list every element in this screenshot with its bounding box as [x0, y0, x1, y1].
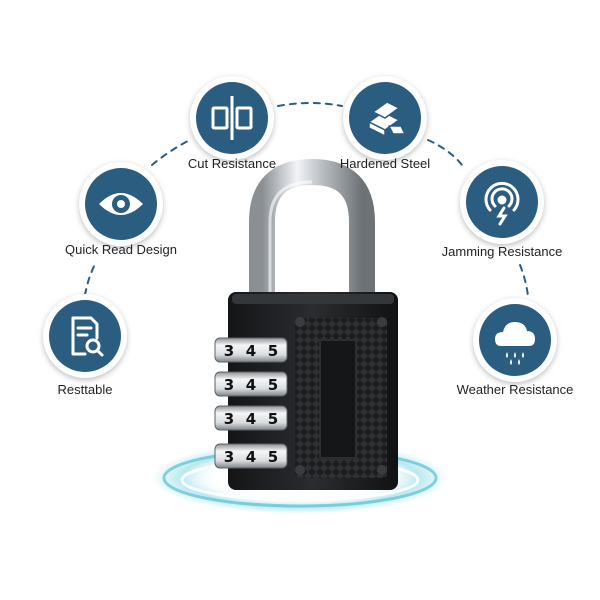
feature-quick-read: Quick Read Design [36, 162, 206, 272]
combination-wheel [214, 371, 288, 397]
wheel-row-2: 3 4 5 [214, 371, 288, 397]
wheel-digit: 3 [224, 410, 234, 428]
cut-split-icon [211, 96, 253, 140]
connector-arc [427, 139, 463, 166]
feature-label: Hardened Steel [339, 156, 431, 171]
wheel-digit: 4 [246, 448, 256, 466]
feature-badge [343, 76, 427, 160]
document-search-icon [71, 316, 104, 357]
feature-badge [460, 160, 544, 244]
steel-bars-icon [368, 101, 406, 137]
wheel-row-4: 3 4 5 [214, 443, 288, 469]
combination-wheel [214, 405, 288, 431]
feature-badge [43, 294, 127, 378]
rain-cloud-icon [495, 322, 535, 365]
lock-shackle [249, 158, 375, 300]
wheel-digit: 4 [246, 410, 256, 428]
feature-hardened-steel: Hardened Steel [300, 76, 470, 186]
feature-label: Quick Read Design [65, 242, 177, 257]
connector-arc [519, 264, 529, 297]
wheel-digit: 5 [268, 342, 278, 360]
feature-badge [79, 162, 163, 246]
wheel-digit: 3 [224, 342, 234, 360]
connector-arc [151, 139, 191, 166]
signal-jam-icon [484, 181, 520, 226]
feature-resettable: Resttable [0, 294, 170, 404]
feature-label: Jamming Resistance [441, 244, 563, 259]
wheel-digit: 5 [268, 448, 278, 466]
connector-arc [84, 261, 97, 296]
feature-jamming-resistance: Jamming Resistance [417, 160, 587, 270]
feature-weather-resistance: Weather Resistance [430, 298, 600, 408]
wheel-digit: 4 [246, 376, 256, 394]
eye-icon [99, 193, 143, 215]
feature-label: Resttable [57, 382, 113, 397]
wheel-digit: 5 [268, 376, 278, 394]
connector-arc [277, 102, 343, 107]
feature-badge [473, 298, 557, 382]
wheel-digit: 3 [224, 448, 234, 466]
wheel-row-3: 3 4 5 [214, 405, 288, 431]
wheel-digit: 4 [246, 342, 256, 360]
feature-label: Cut Resistance [187, 156, 277, 171]
wheel-digit: 5 [268, 410, 278, 428]
combination-wheel [214, 443, 288, 469]
wheel-row-1: 3 4 5 [214, 337, 288, 363]
wheel-digit: 3 [224, 376, 234, 394]
feature-label: Weather Resistance [456, 382, 574, 397]
combination-wheel [214, 337, 288, 363]
feature-cut-resistance: Cut Resistance [147, 76, 317, 186]
feature-badge [190, 76, 274, 160]
